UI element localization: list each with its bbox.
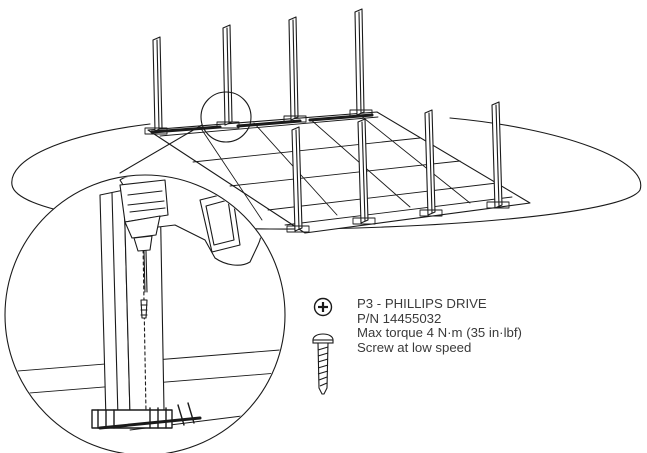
detail-marker-circle bbox=[200, 91, 252, 143]
front-posts bbox=[291, 101, 503, 232]
detail-leader bbox=[119, 124, 203, 174]
phillips-drive-icon bbox=[313, 297, 333, 317]
part-number-label: P/N 14455032 bbox=[357, 310, 442, 326]
back-posts bbox=[152, 8, 365, 132]
screw-spec-callout: P3 - PHILLIPS DRIVE P/N 14455032 Max tor… bbox=[357, 296, 637, 355]
max-torque-label: Max torque 4 N·m (35 in·lbf) bbox=[357, 325, 522, 341]
speed-note-label: Screw at low speed bbox=[357, 339, 472, 355]
post-bases bbox=[144, 109, 510, 233]
drive-type-label: P3 - PHILLIPS DRIVE bbox=[357, 296, 487, 311]
screw-icon bbox=[312, 333, 334, 395]
magnified-detail bbox=[4, 174, 286, 453]
